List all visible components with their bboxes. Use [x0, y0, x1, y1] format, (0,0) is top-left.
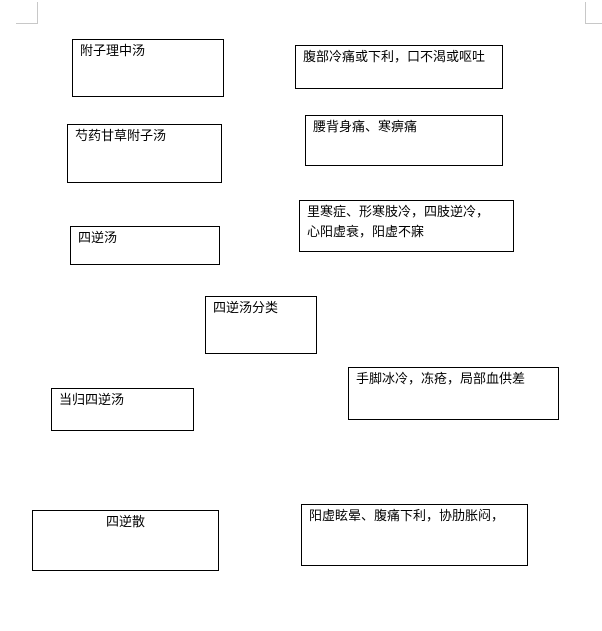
page-corner-mark-left [16, 2, 38, 24]
indication-box-yang-deficiency-dizziness: 阳虚眩晕、腹痛下利，协肋胀闷， [301, 504, 528, 566]
center-box-sini-categories: 四逆汤分类 [205, 296, 317, 354]
indication-box-interior-cold: 里寒症、形寒肢冷，四肢逆冷， 心阳虚衰，阳虚不寐 [299, 200, 514, 252]
indication-box-back-pain: 腰背身痛、寒痹痛 [305, 115, 503, 166]
formula-box-sini: 四逆汤 [70, 226, 220, 265]
formula-box-sini-san: 四逆散 [32, 510, 219, 571]
indication-box-cold-extremities: 手脚冰冷，冻疮，局部血供差 [348, 367, 559, 420]
formula-box-fuzi-lizhong: 附子理中汤 [72, 39, 224, 97]
indication-box-abdominal-cold-pain: 腹部冷痛或下利，口不渴或呕吐 [295, 45, 503, 89]
formula-box-shaoyao-gancao-fuzi: 芍药甘草附子汤 [67, 124, 222, 183]
page-corner-mark-right [585, 2, 602, 24]
formula-box-danggui-sini: 当归四逆汤 [51, 388, 194, 431]
